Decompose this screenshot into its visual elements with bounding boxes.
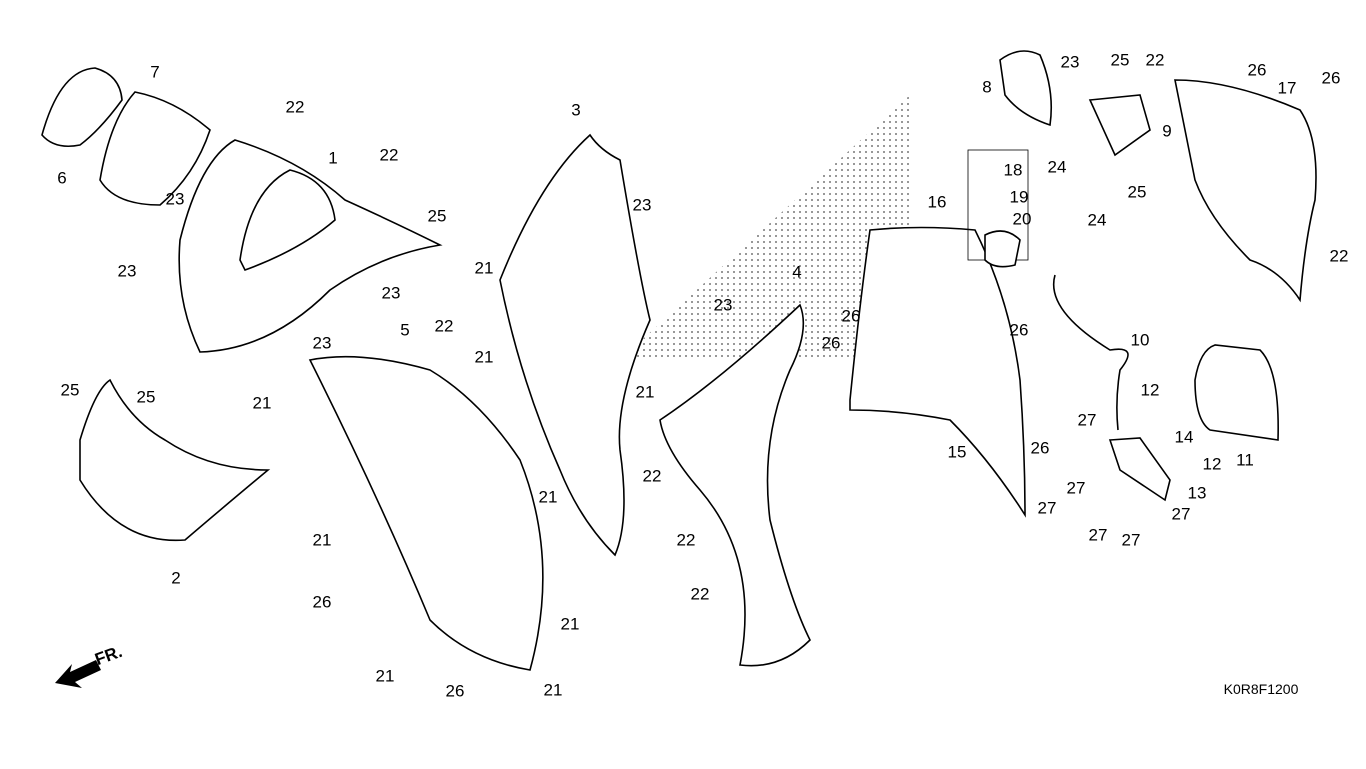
callout: 27: [1121, 530, 1141, 550]
part-9-bracket: [1088, 94, 1151, 157]
callout: 22: [690, 584, 710, 604]
callout: 23: [713, 295, 733, 315]
callout: 26: [841, 306, 861, 326]
part-10-cable: [1053, 274, 1129, 431]
callout: 12: [1140, 380, 1160, 400]
callout: 25: [60, 380, 80, 400]
callout: 26: [821, 333, 841, 353]
callout: 12: [1202, 454, 1222, 474]
callout: 27: [1066, 478, 1086, 498]
wing-logo-dots: [620, 95, 910, 360]
part-3-side-cover: [499, 133, 651, 557]
callout: 21: [375, 666, 395, 686]
callout: 19: [1009, 187, 1029, 207]
callout: 15: [947, 442, 967, 462]
callout: 2: [171, 568, 181, 588]
callout: 22: [676, 530, 696, 550]
callout: 5: [400, 320, 410, 340]
part-5-inner-cover: [308, 355, 544, 671]
callout: 21: [560, 614, 580, 634]
callout: 14: [1174, 427, 1194, 447]
callout: 24: [1087, 210, 1107, 230]
callout: 26: [312, 592, 332, 612]
callout: 13: [1187, 483, 1207, 503]
callout: 24: [1047, 157, 1067, 177]
callout: 23: [1060, 52, 1080, 72]
callout: 22: [379, 145, 399, 165]
callout: 16: [927, 192, 947, 212]
callout: 27: [1077, 410, 1097, 430]
callout: 26: [1030, 438, 1050, 458]
callout: 23: [165, 189, 185, 209]
callout: 7: [150, 62, 160, 82]
callout: 22: [642, 466, 662, 486]
callout: 26: [1321, 68, 1341, 88]
part-7-garnish: [99, 91, 211, 206]
callout: 11: [1236, 450, 1254, 470]
callout: 27: [1171, 504, 1191, 524]
fr-arrow: [55, 660, 101, 688]
callout: 21: [635, 382, 655, 402]
part-17-cover: [1174, 79, 1317, 303]
part-16-speaker: [984, 230, 1021, 268]
callout: 18: [1003, 160, 1023, 180]
callout: 23: [312, 333, 332, 353]
callout: 23: [632, 195, 652, 215]
callout: 22: [434, 316, 454, 336]
part-13-hinge: [1108, 437, 1171, 502]
part-2-lower-cover: [79, 378, 271, 542]
part-15-inner-frame: [849, 226, 1026, 518]
callout: 25: [1110, 50, 1130, 70]
callout: 27: [1037, 498, 1057, 518]
part-1-front-cover: [178, 139, 443, 353]
part-8-bracket: [999, 50, 1053, 127]
callout: 3: [571, 100, 581, 120]
callout: 22: [285, 97, 305, 117]
part-4-leg-cover: [659, 303, 811, 667]
callout: 10: [1130, 330, 1150, 350]
callout: 21: [252, 393, 272, 413]
callout: 23: [117, 261, 137, 281]
callout: 26: [1009, 320, 1029, 340]
callout: 21: [543, 680, 563, 700]
callout: 17: [1277, 78, 1297, 98]
part-6-cover: [41, 67, 123, 148]
callout: 20: [1012, 209, 1032, 229]
callout: 26: [1247, 60, 1267, 80]
callout: 22: [1145, 50, 1165, 70]
callout: 6: [57, 168, 67, 188]
diagram-code: K0R8F1200: [1223, 681, 1299, 697]
callout: 25: [1127, 182, 1147, 202]
callout: 21: [312, 530, 332, 550]
callout: 8: [982, 77, 992, 97]
callout: 22: [1329, 246, 1349, 266]
part-11-lid: [1194, 344, 1279, 441]
callout: 9: [1162, 121, 1172, 141]
callout: 21: [474, 347, 494, 367]
callout: 26: [445, 681, 465, 701]
callout: 27: [1088, 525, 1108, 545]
callout: 21: [538, 487, 558, 507]
callout: 4: [792, 262, 802, 282]
callout: 21: [474, 258, 494, 278]
callout: 1: [328, 148, 338, 168]
callout: 25: [136, 387, 156, 407]
callout: 23: [381, 283, 401, 303]
callout: 25: [427, 206, 447, 226]
